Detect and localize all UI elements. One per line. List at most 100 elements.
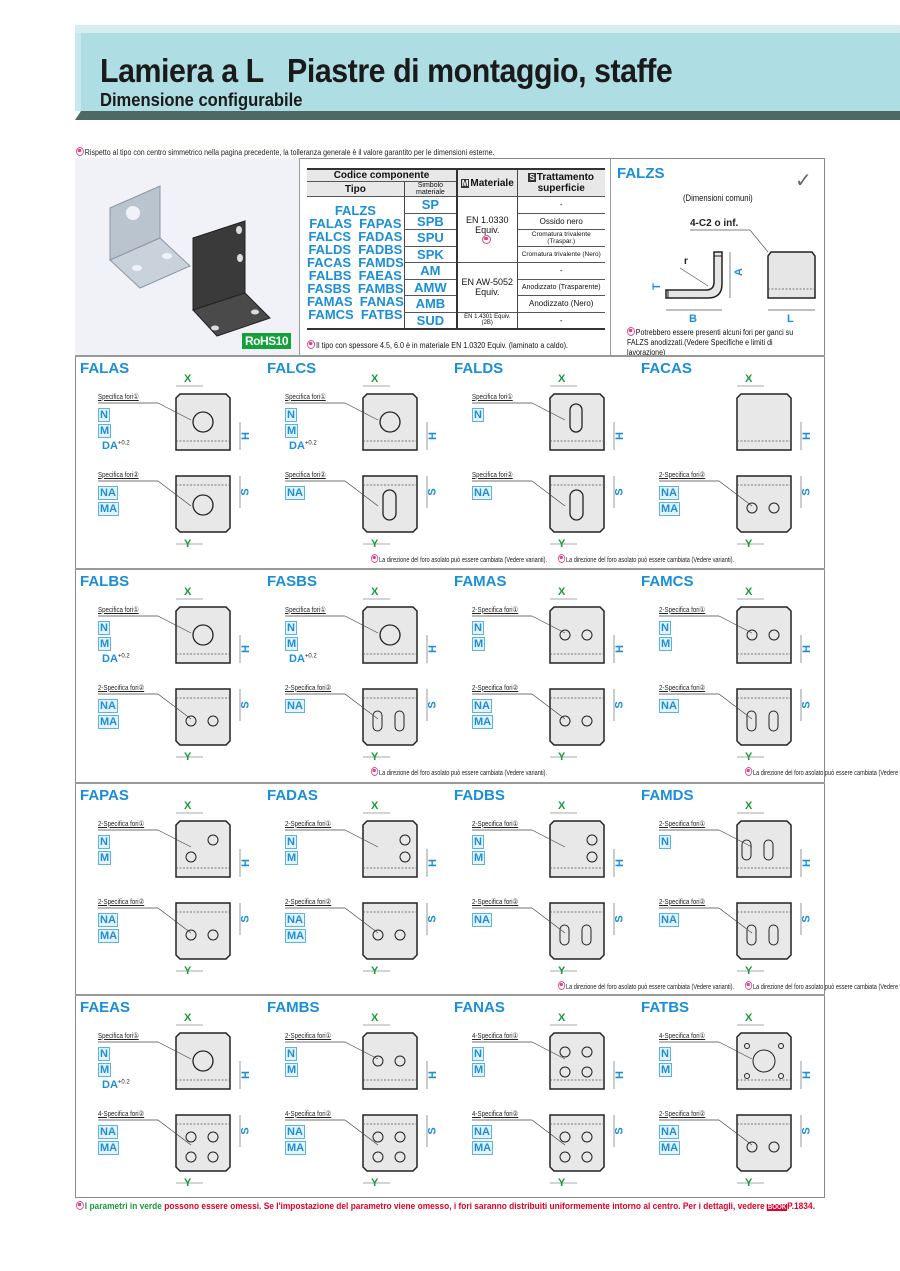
option-badge: MA bbox=[285, 1141, 307, 1155]
hole-spec-2-label: 2-Specifica fori② bbox=[472, 897, 519, 906]
dim-h-label: H bbox=[426, 859, 439, 867]
option-badge: N bbox=[285, 408, 297, 422]
book-icon: BOOK bbox=[766, 1204, 788, 1211]
slot-note-text: La direzione del foro asolato può essere… bbox=[379, 770, 548, 777]
dim-x-label: X bbox=[371, 800, 379, 812]
type-list: FALZS FALAS FAPAS FALCS FADAS FALDS FADB… bbox=[307, 196, 405, 330]
option-badge: M bbox=[472, 637, 486, 651]
plate-view-top bbox=[362, 1032, 418, 1090]
hole bbox=[379, 411, 401, 433]
plate-view-top bbox=[549, 1032, 605, 1090]
option-badge: M bbox=[285, 1063, 299, 1077]
dim-h-label: H bbox=[613, 1071, 626, 1079]
hole-spec-2-label: 2-Specifica fori② bbox=[98, 683, 145, 692]
variant-title: FADAS bbox=[267, 787, 318, 804]
option-badge: N bbox=[98, 1047, 110, 1061]
treatment-cell: - bbox=[517, 312, 605, 329]
option-badge: NA bbox=[472, 1125, 492, 1139]
hole-spec-1-label: 2-Specifica fori① bbox=[659, 819, 706, 828]
pin-icon bbox=[558, 554, 566, 563]
footer-page-ref[interactable]: P.1834. bbox=[787, 1201, 815, 1212]
plate-view-top bbox=[736, 393, 792, 451]
tol-upper: +0.2 bbox=[117, 440, 130, 447]
option-badge: M bbox=[472, 851, 486, 865]
dim-x-label: X bbox=[558, 373, 566, 385]
hole-spec-1-label: Specifica fori① bbox=[98, 392, 139, 401]
variant-title: FALAS bbox=[80, 360, 130, 377]
hole-spec-2-label: 4-Specifica fori② bbox=[472, 1109, 519, 1118]
bracket-drawing bbox=[98, 385, 241, 545]
dim-x-label: X bbox=[184, 373, 192, 385]
plate-view-top bbox=[549, 820, 605, 878]
variant-title: FALCS bbox=[267, 360, 317, 377]
hole-spec-2-label: Specifica fori② bbox=[472, 470, 513, 479]
variant-title: FATBS bbox=[641, 999, 690, 1016]
dim-h-label: H bbox=[800, 432, 813, 440]
da-label: DA+0.2 bbox=[102, 1079, 130, 1091]
plate-view-top bbox=[549, 393, 605, 451]
dim-x-label: X bbox=[558, 586, 566, 598]
option-badge: MA bbox=[659, 502, 681, 516]
plate-view-top bbox=[175, 820, 231, 878]
dim-s-label: S bbox=[239, 915, 252, 923]
tol-upper: +0.2 bbox=[117, 1079, 130, 1086]
option-badge: MA bbox=[285, 929, 307, 943]
common-dims-label: (Dimensioni comuni) bbox=[683, 193, 753, 203]
pin-icon bbox=[482, 234, 492, 244]
dim-b-label: B bbox=[689, 313, 697, 325]
hole-spec-1-label: 2-Specifica fori① bbox=[98, 819, 145, 828]
row-divider bbox=[75, 568, 825, 570]
pin-icon bbox=[307, 340, 316, 349]
treatment-cell: Anodizzato (Trasparente) bbox=[517, 279, 605, 296]
bracket-drawing bbox=[472, 1024, 615, 1184]
dim-s-label: S bbox=[613, 488, 626, 496]
material-value: EN 1.0330 Equiv. bbox=[465, 214, 509, 235]
plate-view-top bbox=[362, 606, 418, 664]
plate-view-bottom bbox=[362, 475, 418, 533]
plate-view-top bbox=[549, 606, 605, 664]
bracket-drawing bbox=[472, 385, 615, 545]
variant-title: FAPAS bbox=[80, 787, 129, 804]
bracket-drawing bbox=[285, 385, 428, 545]
symbol-cell: AM bbox=[403, 262, 458, 280]
slot-direction-note: La direzione del foro asolato può essere… bbox=[371, 767, 547, 777]
plate-view-top bbox=[362, 820, 418, 878]
hole-spec-1-label: Specifica fori① bbox=[98, 1031, 139, 1040]
dim-s-label: S bbox=[426, 1127, 439, 1135]
option-badge: N bbox=[98, 408, 110, 422]
slot-note-text: La direzione del foro asolato può essere… bbox=[753, 984, 900, 991]
hole-spec-2-label: Specifica fori② bbox=[285, 470, 326, 479]
option-badge: NA bbox=[472, 486, 492, 500]
option-badge: NA bbox=[285, 486, 305, 500]
page-subtitle: Dimensione configurabile bbox=[100, 90, 303, 110]
slot-note-text: La direzione del foro asolato può essere… bbox=[566, 984, 735, 991]
type-item: FACAS FAMDS bbox=[307, 254, 404, 270]
header-symbol: Simbolo materiale bbox=[403, 181, 458, 197]
option-badge: NA bbox=[472, 699, 492, 713]
dim-x-label: X bbox=[184, 800, 192, 812]
treatment-cell: Cromatura trivalente (Traspar.) bbox=[517, 229, 605, 247]
plate-view-bottom bbox=[736, 475, 792, 533]
plate-view-bottom bbox=[175, 1114, 231, 1172]
divider bbox=[610, 158, 611, 355]
tol-upper: +0.2 bbox=[304, 653, 317, 660]
variant-title: FAMDS bbox=[641, 787, 694, 804]
symbol-cell: SPU bbox=[403, 229, 458, 247]
da-text: DA bbox=[289, 440, 305, 452]
dim-h-label: H bbox=[613, 432, 626, 440]
option-badge: MA bbox=[98, 502, 120, 516]
hole-spec-2-label: 4-Specifica fori② bbox=[98, 1109, 145, 1118]
dim-y-label: Y bbox=[745, 965, 753, 977]
bracket-drawing bbox=[98, 598, 241, 758]
row-divider bbox=[75, 994, 825, 996]
dim-h-label: H bbox=[426, 1071, 439, 1079]
type-item: FALBS FAEAS bbox=[308, 267, 402, 283]
